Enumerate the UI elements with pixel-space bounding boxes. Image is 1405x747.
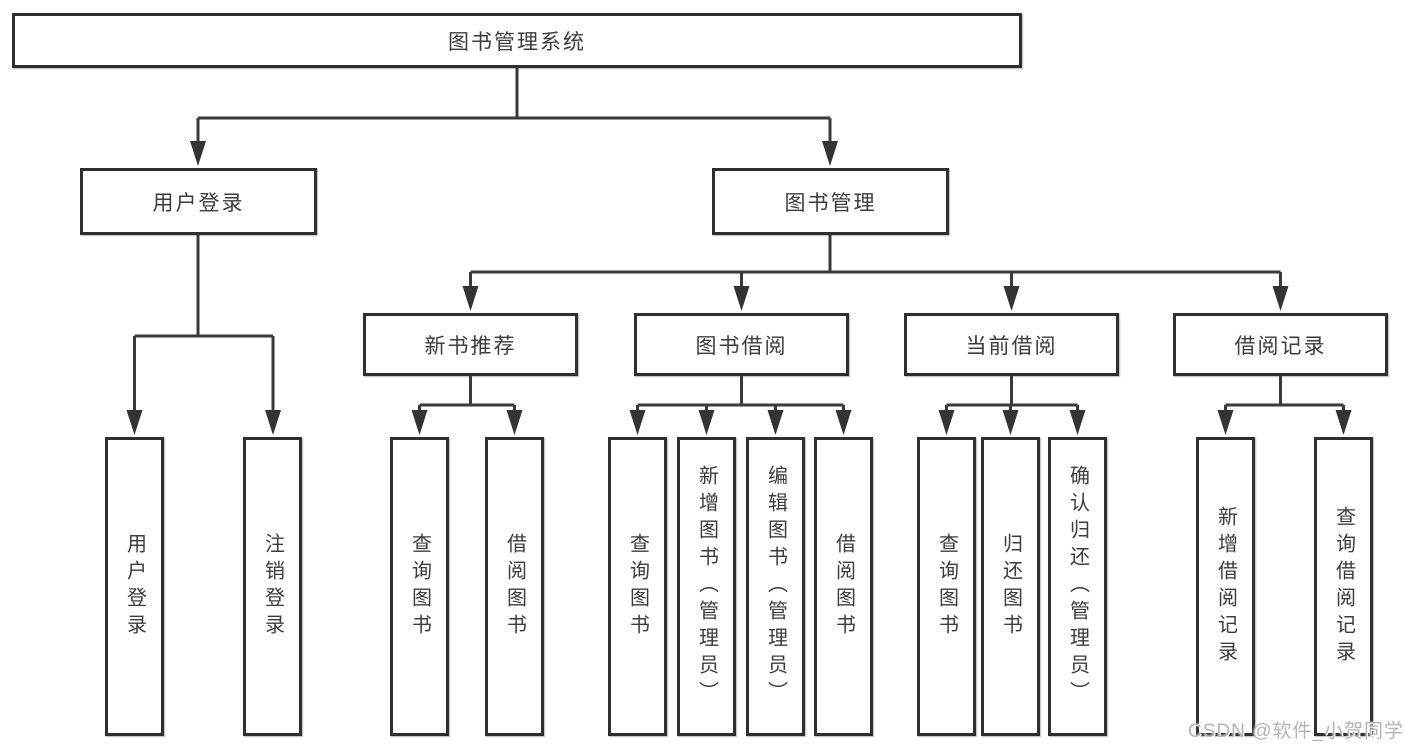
leaf-query-books-borrow: 查询图书 [608,437,667,736]
leaf-logout: 注销登录 [243,437,302,736]
leaf-label: 查询图书 [408,532,431,641]
leaf-query-books-recommend: 查询图书 [390,437,449,736]
leaf-label: 用户登录 [123,532,146,641]
node-user-login: 用户登录 [80,168,317,235]
leaf-confirm-return-admin: 确认归还（管理员） [1048,437,1107,736]
node-label: 用户登录 [152,191,245,215]
leaf-label: 注销登录 [261,532,284,641]
leaf-add-borrow-record: 新增借阅记录 [1196,437,1255,736]
leaf-add-book-admin: 新增图书（管理员） [677,437,736,736]
node-label: 图书管理 [784,191,877,215]
leaf-borrow-books: 借阅图书 [814,437,873,736]
leaf-label: 编辑图书（管理员） [764,465,787,708]
leaf-label: 新增图书（管理员） [695,465,718,708]
csdn-watermark: CSDN @软件_小贺同学 [1188,721,1404,742]
node-label: 当前借阅 [965,334,1058,358]
leaf-label: 查询借阅记录 [1332,505,1355,668]
leaf-edit-book-admin: 编辑图书（管理员） [746,437,805,736]
leaf-label: 归还图书 [999,532,1022,641]
node-current-borrow: 当前借阅 [904,313,1119,376]
leaf-label: 借阅图书 [832,532,855,641]
leaf-label: 新增借阅记录 [1214,505,1237,668]
leaf-label: 查询图书 [626,532,649,641]
leaf-query-books-current: 查询图书 [917,437,976,736]
node-library-management-system: 图书管理系统 [12,13,1022,68]
leaf-borrow-books-recommend: 借阅图书 [485,437,544,736]
node-label: 借阅记录 [1234,334,1327,358]
node-label: 新书推荐 [424,334,517,358]
leaf-label: 借阅图书 [503,532,526,641]
node-book-management: 图书管理 [712,168,949,235]
node-label: 图书借阅 [695,334,788,358]
leaf-label: 确认归还（管理员） [1066,465,1089,708]
leaf-label: 查询图书 [935,532,958,641]
leaf-user-login: 用户登录 [105,437,164,736]
node-book-borrow: 图书借阅 [634,313,849,376]
leaf-query-borrow-record: 查询借阅记录 [1314,437,1373,736]
node-borrow-records: 借阅记录 [1173,313,1388,376]
leaf-return-book: 归还图书 [981,437,1040,736]
node-label: 图书管理系统 [448,30,586,54]
node-new-book-recommend: 新书推荐 [363,313,578,376]
